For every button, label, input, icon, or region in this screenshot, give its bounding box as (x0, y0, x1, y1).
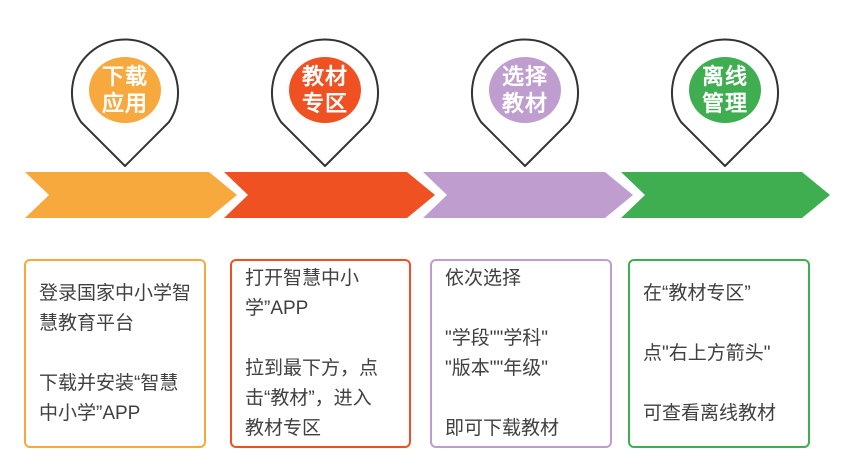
pin-download-app (71, 38, 179, 167)
arrow-step-select-textbook (423, 172, 633, 218)
pin-circle (489, 57, 561, 123)
step-box-text: 打开智慧中小 学”APP 拉到最下方，点 击“教材”，进入 教材专区 (245, 267, 379, 439)
step-box-textbook-zone: 打开智慧中小 学”APP 拉到最下方，点 击“教材”，进入 教材专区 (230, 259, 411, 448)
pins-and-arrows-graphic (25, 38, 830, 218)
pin-circle (89, 57, 161, 123)
step-box-offline-manage: 在“教材专区” 点"右上方箭头" 可查看离线教材 (628, 259, 810, 448)
pin-circle (689, 57, 761, 123)
arrow-step-offline-manage (621, 172, 830, 218)
pin-label-select-textbook: 选择 教材 (501, 64, 548, 116)
pin-select-textbook (471, 38, 579, 167)
step-box-select-textbook: 依次选择 "学段""学科" "版本""年级" 即可下载教材 (430, 259, 612, 448)
pin-label-textbook-zone: 教材 专区 (301, 64, 348, 116)
pin-label-offline-manage: 离线 管理 (701, 64, 748, 116)
arrow-step-textbook-zone (224, 172, 435, 218)
pin-circle (289, 57, 361, 123)
arrow-step-download-app (25, 172, 237, 218)
step-box-text: 登录国家中小学智 慧教育平台 下载并安装“智慧 中小学”APP (39, 282, 192, 424)
step-box-text: 依次选择 "学段""学科" "版本""年级" 即可下载教材 (445, 267, 560, 439)
step-box-text: 在“教材专区” 点"右上方箭头" 可查看离线教材 (643, 282, 777, 424)
pin-label-download-app: 下载 应用 (101, 64, 148, 116)
pin-textbook-zone (271, 38, 379, 167)
pin-offline-manage (671, 38, 779, 167)
step-box-download-app: 登录国家中小学智 慧教育平台 下载并安装“智慧 中小学”APP (24, 259, 206, 448)
